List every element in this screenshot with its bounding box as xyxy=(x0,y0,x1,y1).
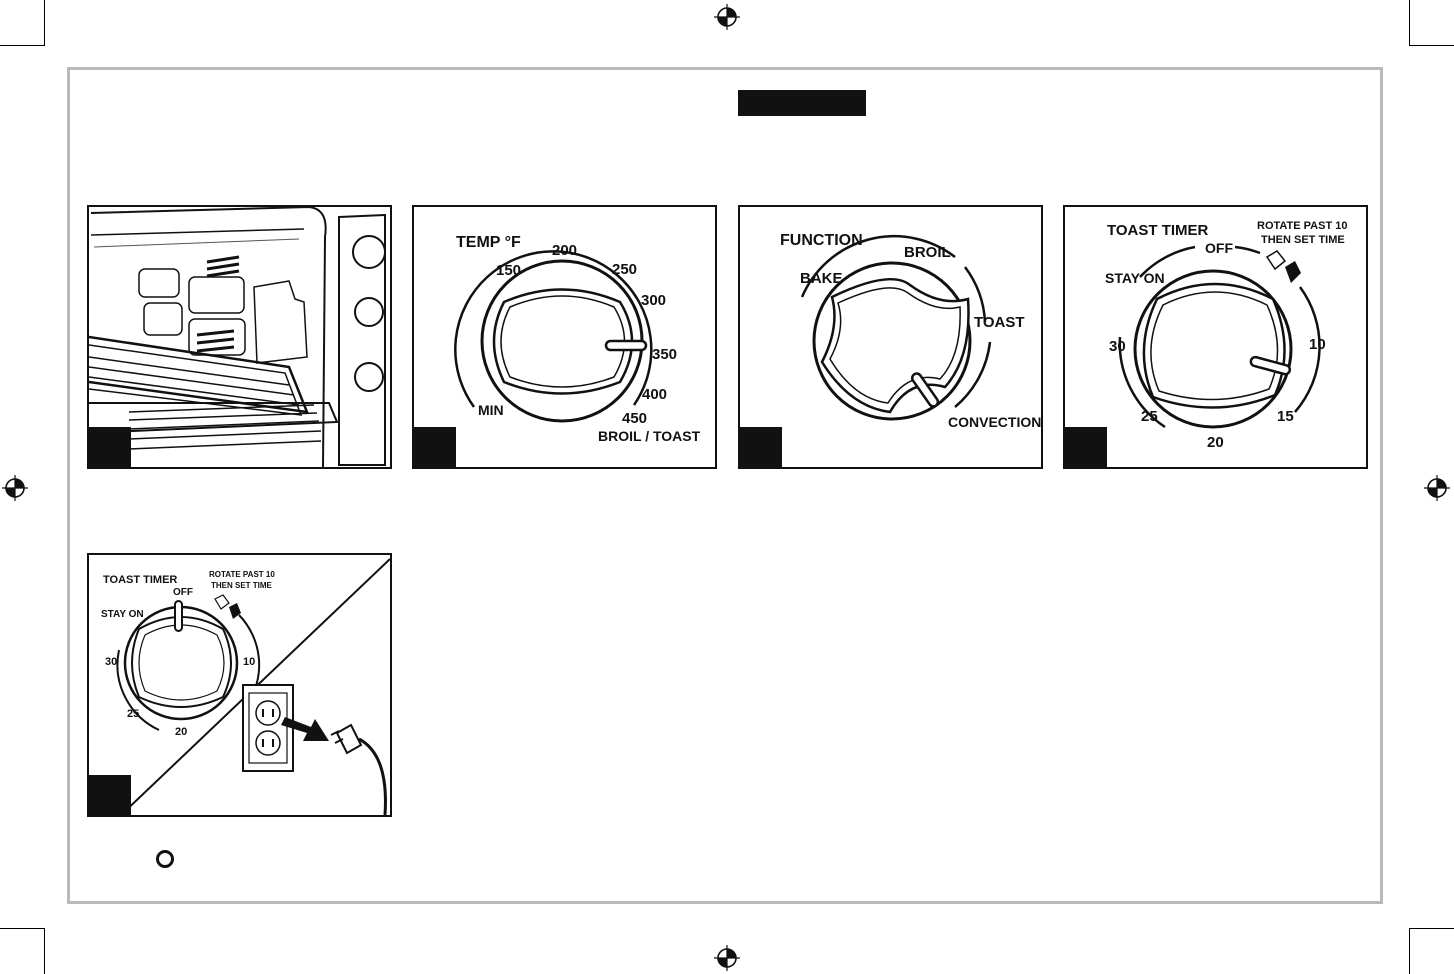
dial-label: 450 xyxy=(622,410,647,427)
figure-temp-dial: TEMP °F MIN 150 200 250 300 350 400 450 … xyxy=(412,205,717,469)
dial-label: 25 xyxy=(127,708,139,720)
crop-mark xyxy=(0,45,44,46)
bullet-circle-icon xyxy=(156,850,174,868)
dial-note: ROTATE PAST 10 xyxy=(1257,220,1347,232)
dial-note: THEN SET TIME xyxy=(211,581,273,590)
dial-label: 30 xyxy=(105,656,117,668)
oven-rack-illustration xyxy=(89,207,390,467)
crop-mark xyxy=(1410,928,1454,929)
figure-number-badge xyxy=(1065,427,1107,467)
dial-note: THEN SET TIME xyxy=(1261,234,1345,246)
temp-dial-illustration: TEMP °F MIN 150 200 250 300 350 400 450 … xyxy=(414,207,715,467)
dial-label: STAY ON xyxy=(1105,270,1165,286)
dial-label: 150 xyxy=(496,262,521,279)
timer-unplug-illustration: TOAST TIMER ROTATE PAST 10 THEN SET TIME… xyxy=(89,555,390,815)
function-dial-illustration: FUNCTION BAKE BROIL TOAST CONVECTION xyxy=(740,207,1041,467)
registration-mark-icon xyxy=(714,4,740,30)
registration-mark-icon xyxy=(714,945,740,971)
crop-mark xyxy=(44,0,45,46)
figure-timer-unplug: TOAST TIMER ROTATE PAST 10 THEN SET TIME… xyxy=(87,553,392,817)
dial-label: OFF xyxy=(1205,240,1233,256)
dial-label: BROIL xyxy=(904,244,951,261)
dial-label: 20 xyxy=(175,726,187,738)
figure-number-badge xyxy=(89,775,131,815)
dial-label: 200 xyxy=(552,242,577,259)
dial-label: BROIL / TOAST xyxy=(598,428,701,444)
figure-timer-dial: TOAST TIMER ROTATE PAST 10 THEN SET TIME… xyxy=(1063,205,1368,469)
dial-label: STAY ON xyxy=(101,609,144,620)
registration-mark-icon xyxy=(2,475,28,501)
dial-label: 10 xyxy=(243,656,255,668)
dial-label: 10 xyxy=(1309,336,1326,353)
dial-label: 25 xyxy=(1141,408,1158,425)
dial-label: 20 xyxy=(1207,434,1224,451)
dial-label: 350 xyxy=(652,346,677,363)
dial-title: TOAST TIMER xyxy=(103,574,177,586)
dial-note: ROTATE PAST 10 xyxy=(209,570,275,579)
crop-mark xyxy=(44,928,45,974)
redacted-heading-bar xyxy=(738,90,866,116)
dial-label: BAKE xyxy=(800,270,843,287)
dial-label: 400 xyxy=(642,386,667,403)
figure-oven-rack xyxy=(87,205,392,469)
figure-number-badge xyxy=(740,427,782,467)
figure-number-badge xyxy=(414,427,456,467)
dial-label: MIN xyxy=(478,402,504,418)
crop-mark xyxy=(1409,928,1410,974)
registration-mark-icon xyxy=(1424,475,1450,501)
dial-label: TOAST xyxy=(974,314,1025,331)
dial-label: 30 xyxy=(1109,338,1126,355)
crop-mark xyxy=(0,928,44,929)
dial-title: TOAST TIMER xyxy=(1107,222,1209,239)
dial-label: 15 xyxy=(1277,408,1294,425)
timer-dial-illustration: TOAST TIMER ROTATE PAST 10 THEN SET TIME… xyxy=(1065,207,1366,467)
dial-label: 300 xyxy=(641,292,666,309)
dial-label: CONVECTION xyxy=(948,414,1041,430)
dial-label: 250 xyxy=(612,261,637,278)
crop-mark xyxy=(1410,45,1454,46)
figure-function-dial: FUNCTION BAKE BROIL TOAST CONVECTION xyxy=(738,205,1043,469)
dial-title: TEMP °F xyxy=(456,234,521,251)
figure-number-badge xyxy=(89,427,131,467)
crop-mark xyxy=(1409,0,1410,46)
dial-label: OFF xyxy=(173,587,193,598)
dial-title: FUNCTION xyxy=(780,232,863,249)
